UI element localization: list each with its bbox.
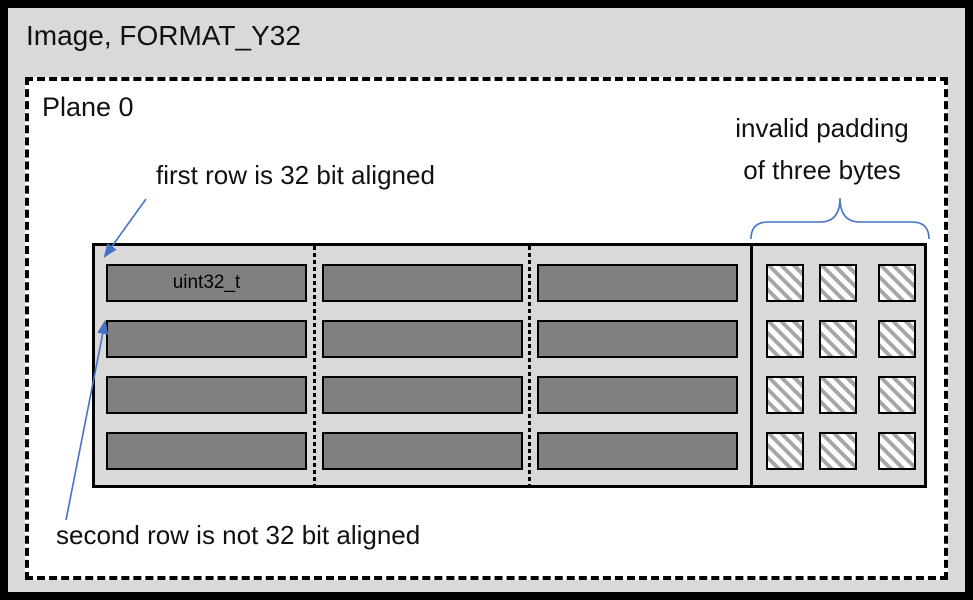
uint32-cell-label: uint32_t xyxy=(172,272,241,293)
column-separator-dotted-1 xyxy=(313,246,316,485)
memory-cell-r1c2 xyxy=(537,320,738,358)
padding-byte-r1p2 xyxy=(878,320,916,358)
padding-byte-r3p2 xyxy=(878,432,916,470)
padding-separator-solid xyxy=(750,246,753,485)
annotation-second-row-not-aligned: second row is not 32 bit aligned xyxy=(56,520,421,550)
padding-byte-r1p1 xyxy=(819,320,857,358)
padding-byte-r3p1 xyxy=(819,432,857,470)
annotation-first-row-aligned: first row is 32 bit aligned xyxy=(156,160,435,190)
memory-cell-r2c0 xyxy=(106,376,307,414)
memory-cell-r2c1 xyxy=(322,376,523,414)
annotation-invalid-padding-line2: of three bytes xyxy=(743,155,901,185)
figure-title: Image, FORMAT_Y32 xyxy=(26,20,301,51)
annotation-invalid-padding-line1: invalid padding xyxy=(735,113,909,143)
padding-byte-r2p1 xyxy=(819,376,857,414)
padding-byte-r0p2 xyxy=(878,264,916,302)
padding-byte-r3p0 xyxy=(766,432,804,470)
padding-byte-r1p0 xyxy=(766,320,804,358)
plane0-label: Plane 0 xyxy=(42,92,134,122)
memory-cell-r2c2 xyxy=(537,376,738,414)
memory-cell-r3c2 xyxy=(537,432,738,470)
column-separator-dotted-2 xyxy=(528,246,531,485)
padding-byte-r2p2 xyxy=(878,376,916,414)
padding-byte-r2p0 xyxy=(766,376,804,414)
memory-cell-r0c2 xyxy=(537,264,738,302)
memory-cell-r0c1 xyxy=(322,264,523,302)
memory-cell-r1c0 xyxy=(106,320,307,358)
memory-cell-r3c1 xyxy=(322,432,523,470)
memory-grid: uint32_t xyxy=(92,243,927,488)
memory-cell-r3c0 xyxy=(106,432,307,470)
annotation-invalid-padding: invalid padding of three bytes xyxy=(692,107,952,191)
padding-byte-r0p0 xyxy=(766,264,804,302)
memory-cell-r1c1 xyxy=(322,320,523,358)
padding-byte-r0p1 xyxy=(819,264,857,302)
memory-cell-r0c0: uint32_t xyxy=(106,264,307,302)
